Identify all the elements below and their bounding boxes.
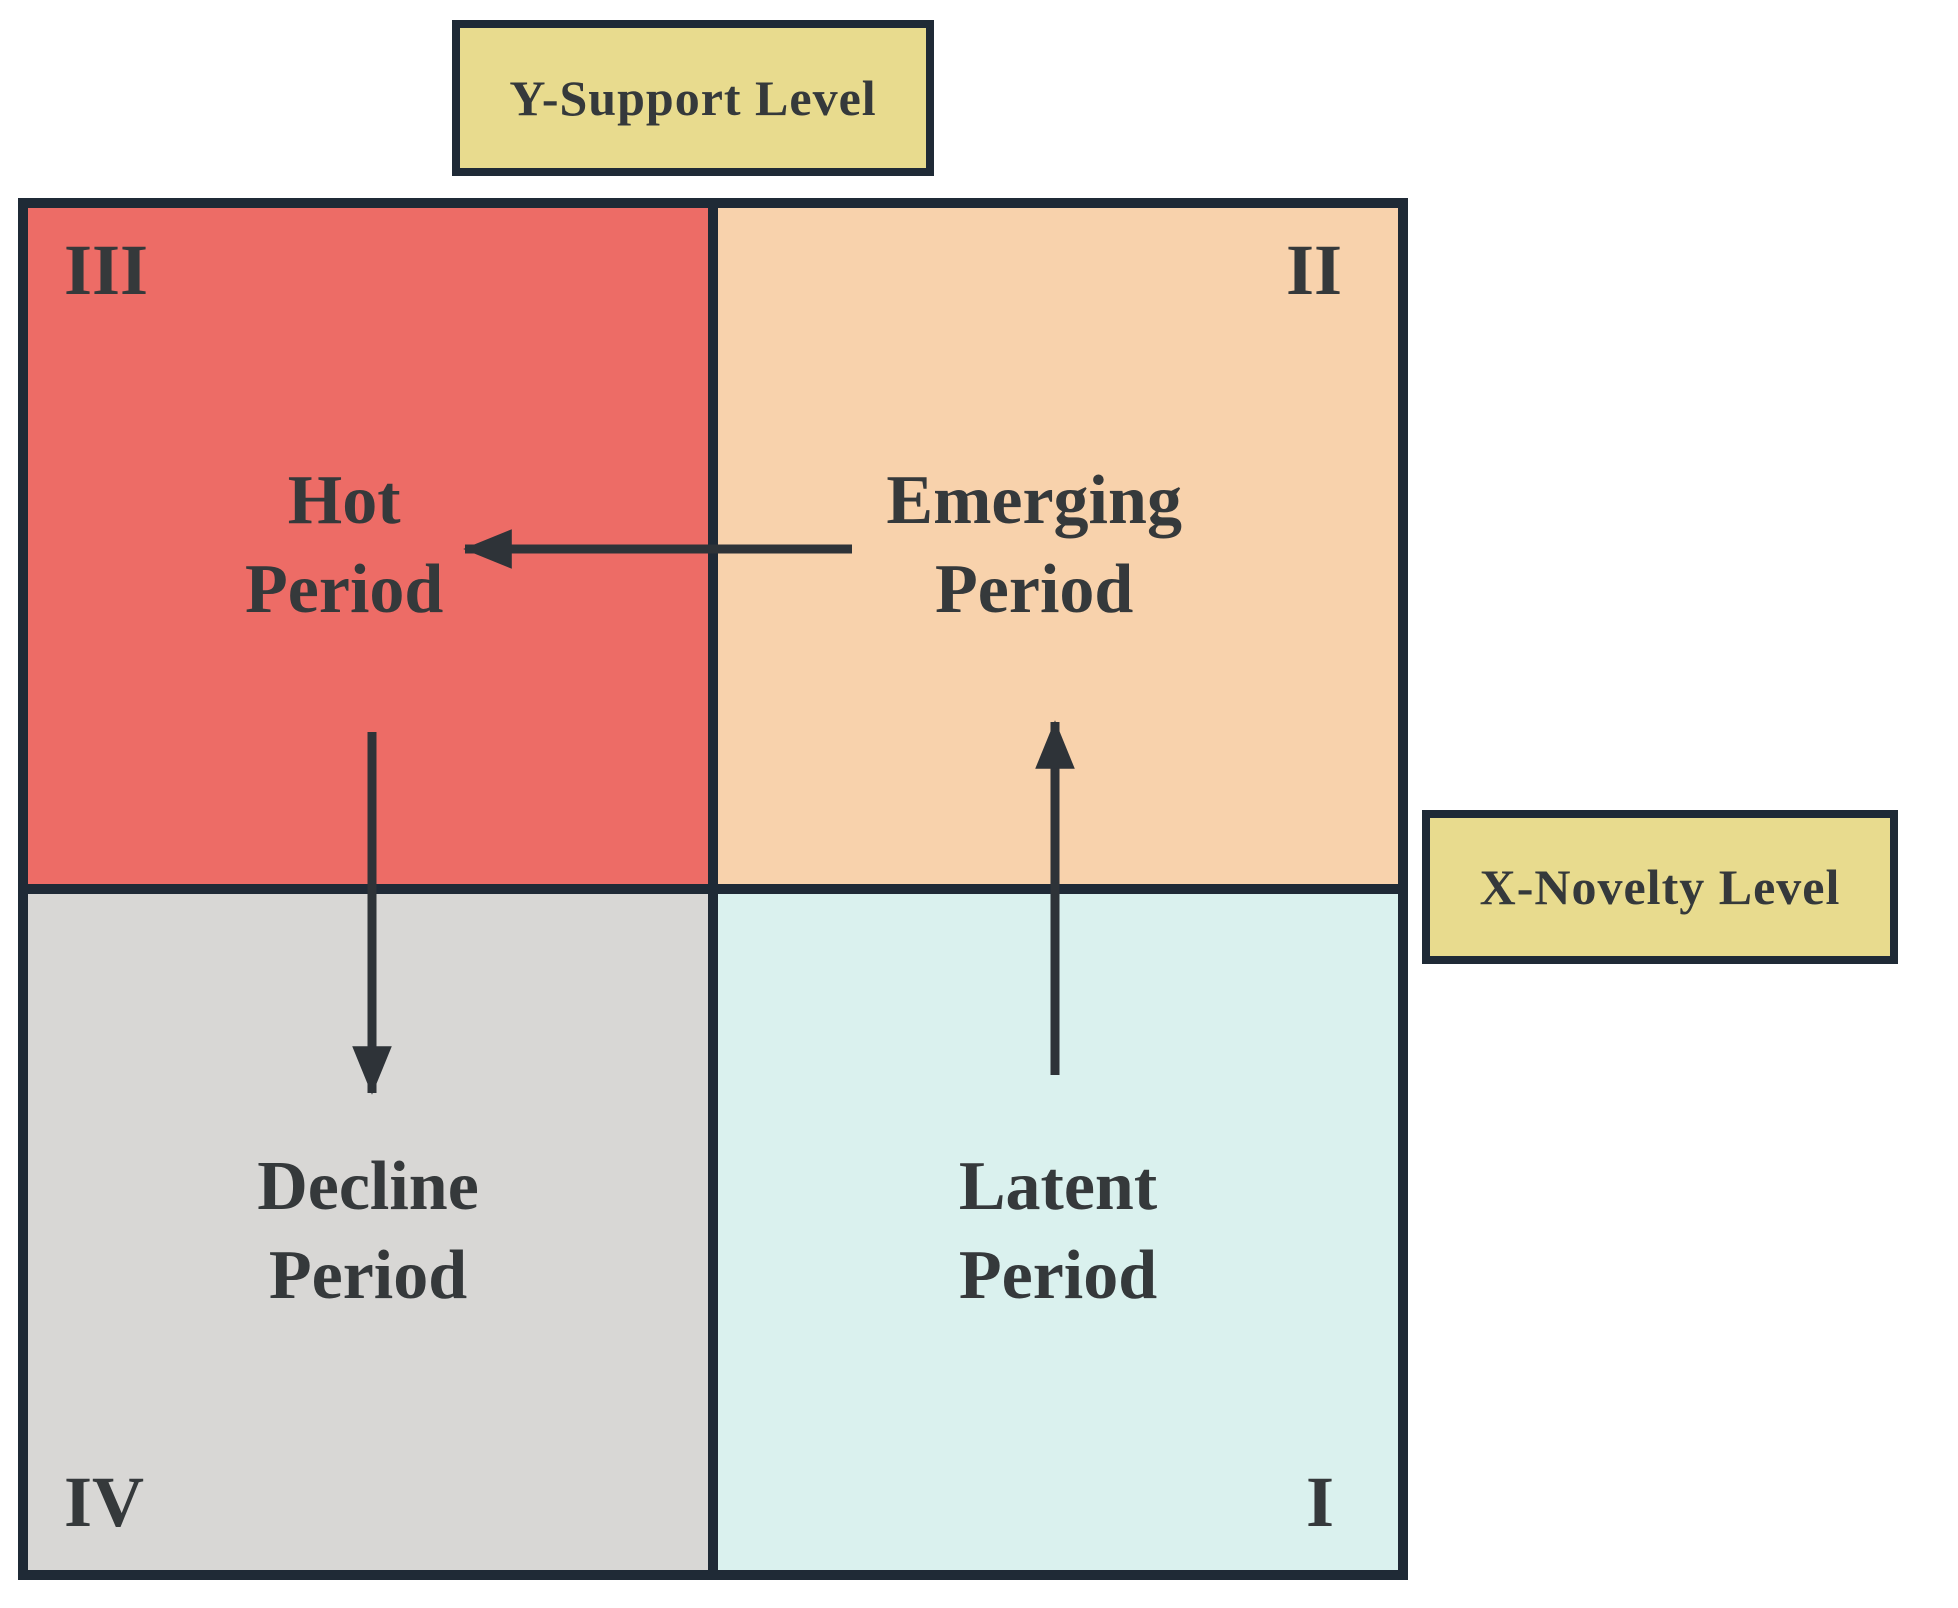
quadrant-label-latent-period: Latent Period <box>958 1148 1158 1314</box>
quadrant-numeral-iii: III <box>64 230 149 310</box>
quadrant-label-hot-period: Hot Period <box>245 462 444 628</box>
y-axis-label-text: Y-Support Level <box>509 70 877 126</box>
x-axis-label-text: X-Novelty Level <box>1479 859 1841 915</box>
x-axis-label-box: X-Novelty Level <box>1422 810 1898 964</box>
quadrant-label-decline-period: Decline Period <box>257 1148 479 1314</box>
quadrant-grid: III Hot Period II Emerging Period IV Dec… <box>18 198 1408 1580</box>
y-axis-label-box: Y-Support Level <box>452 20 934 176</box>
quadrant-decline-period: IV Decline Period <box>28 894 708 1570</box>
quadrant-emerging-period: II Emerging Period <box>718 208 1398 884</box>
quadrant-numeral-i: I <box>1305 1462 1334 1542</box>
quadrant-latent-period: I Latent Period <box>718 894 1398 1570</box>
quadrant-hot-period: III Hot Period <box>28 208 708 884</box>
quadrant-label-emerging-period: Emerging Period <box>886 462 1182 628</box>
quadrant-numeral-iv: IV <box>64 1462 145 1542</box>
quadrant-numeral-ii: II <box>1285 230 1342 310</box>
